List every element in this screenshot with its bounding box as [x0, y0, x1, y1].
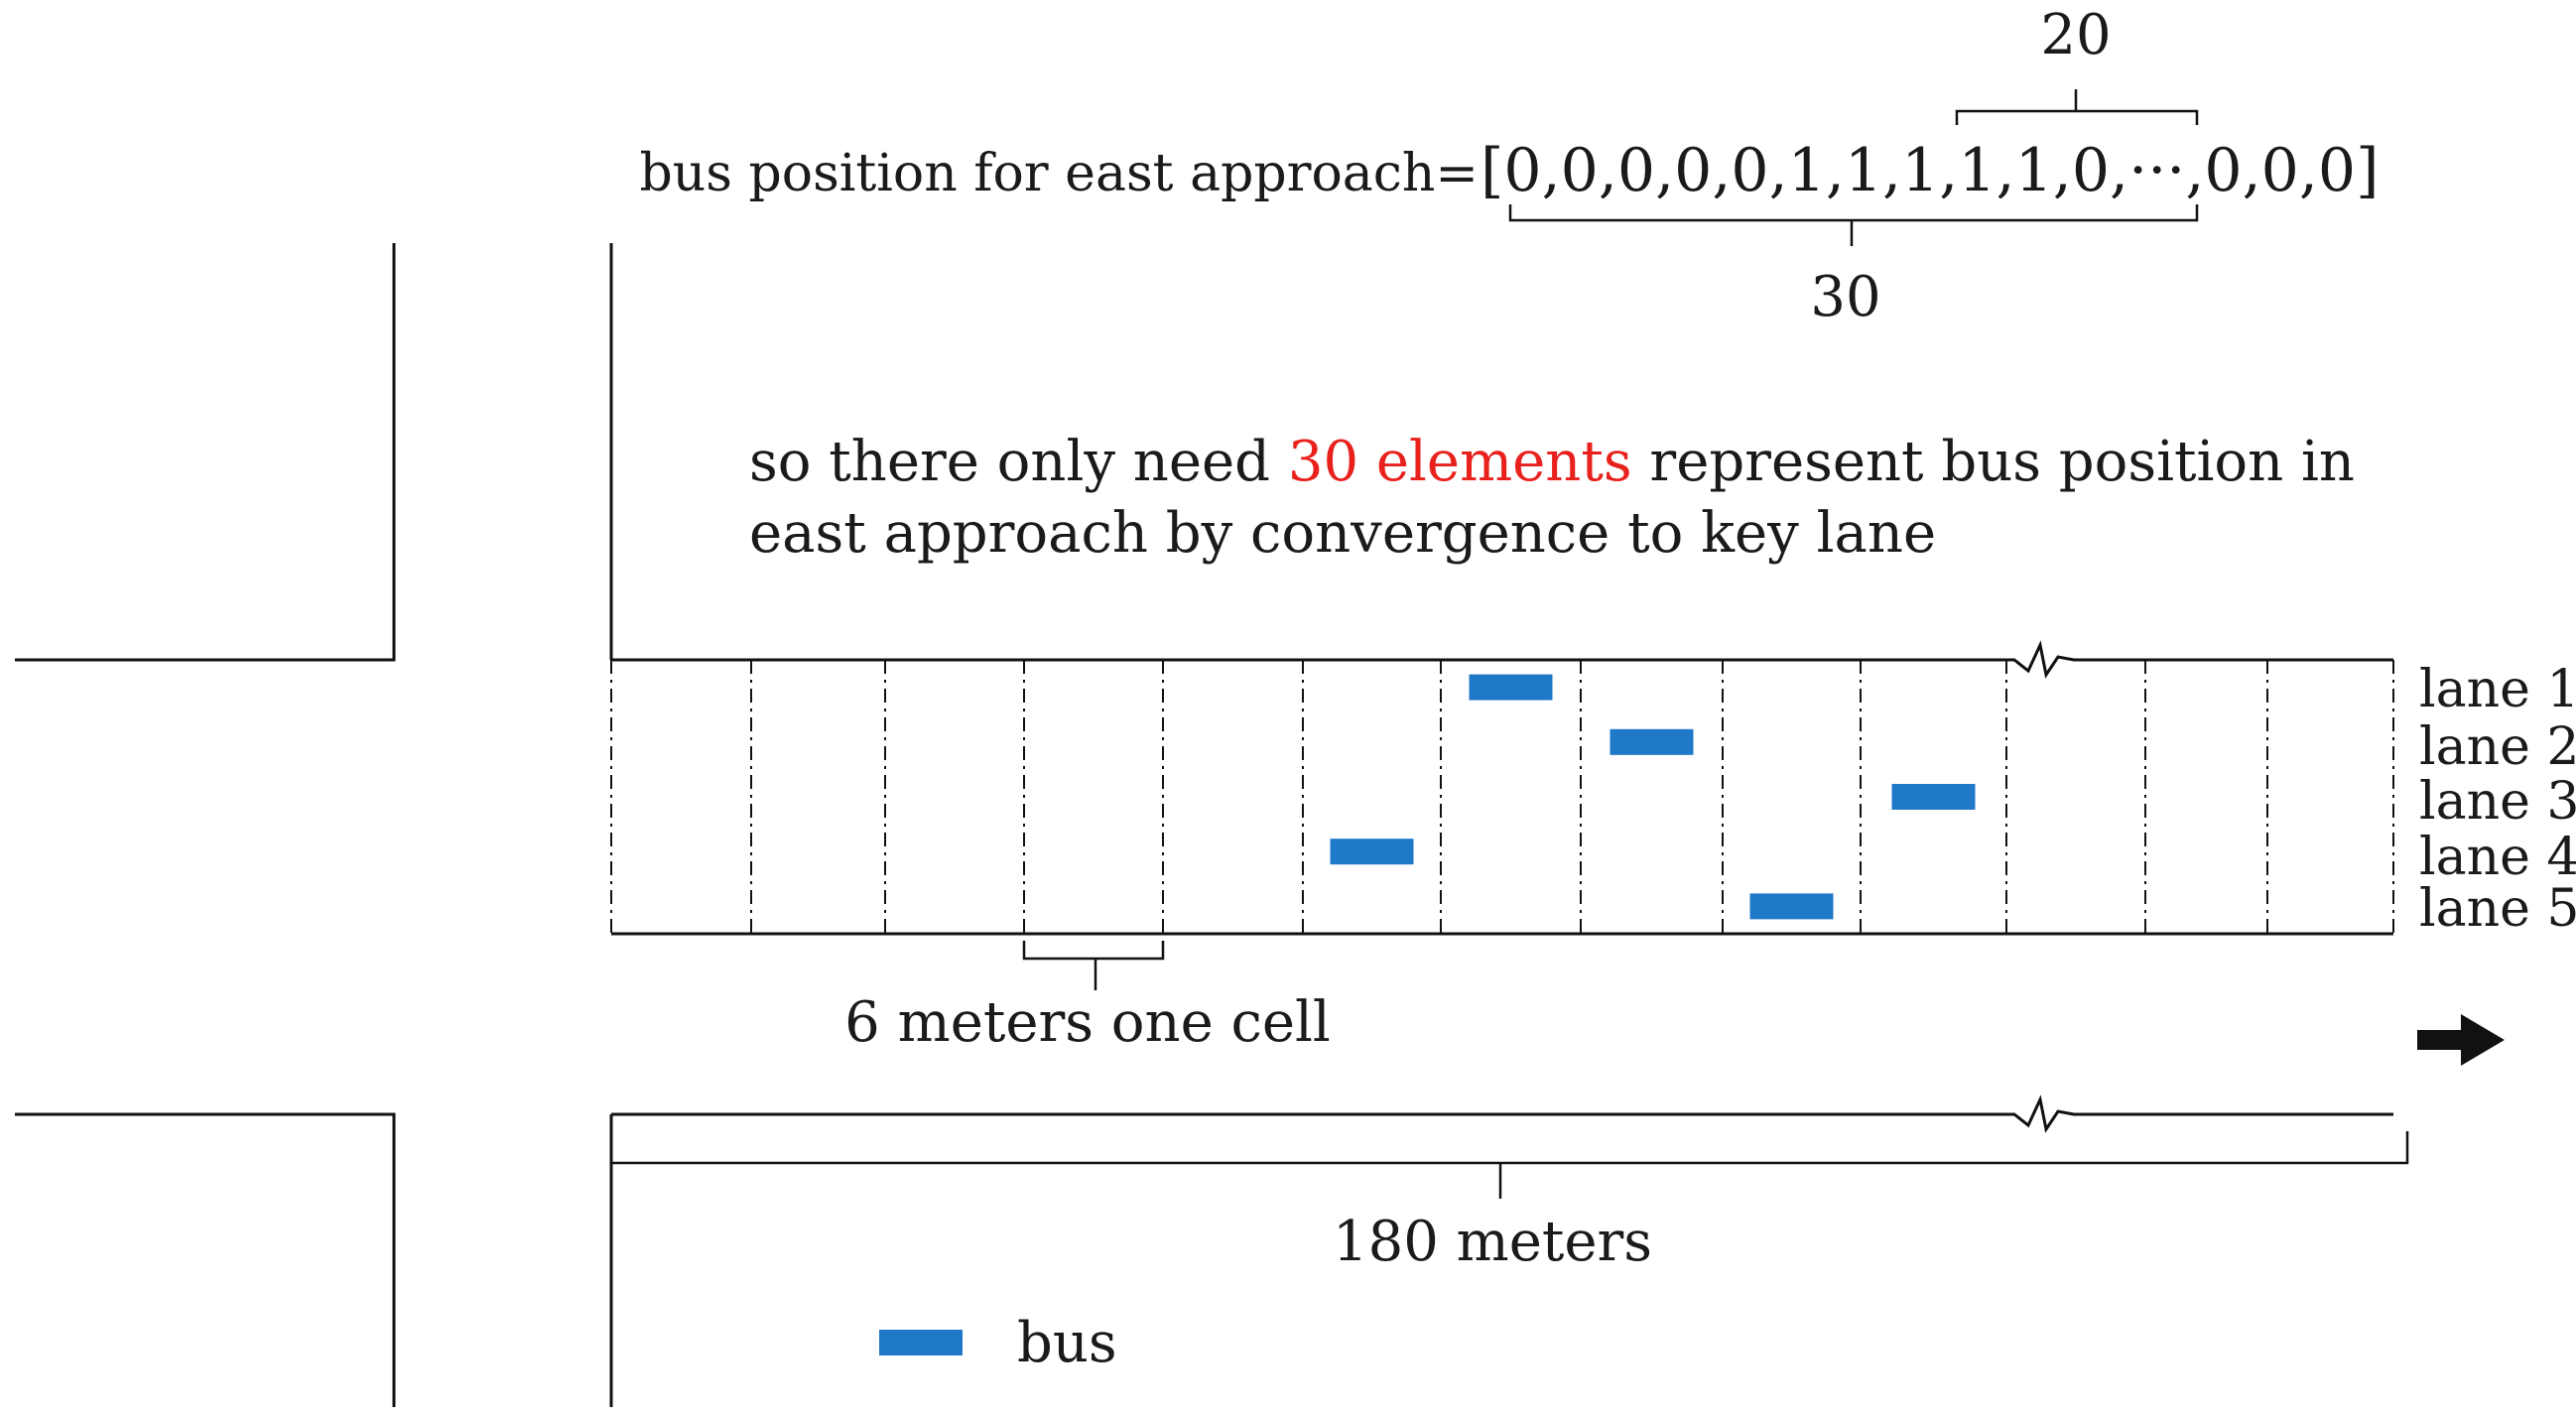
east-approach — [610, 640, 2394, 1133]
note-line-1: so there only need 30 elements represent… — [749, 430, 2355, 494]
equation-vector: [0,0,0,0,0,1,1,1,1,1,0,···,0,0,0] — [1481, 136, 2379, 205]
intersection — [15, 243, 613, 1407]
road-top-edge — [611, 640, 2393, 679]
note-prefix: so there only need — [749, 430, 1288, 494]
cell-brace — [1022, 941, 1165, 990]
bus-marker — [1469, 674, 1553, 701]
length-annotation: 180 meters — [609, 1131, 2409, 1274]
lane-label-4: lane 4 — [2419, 828, 2576, 887]
note-line-2: east approach by convergence to key lane — [749, 501, 1936, 566]
lane-label-5: lane 5 — [2419, 879, 2576, 939]
lane-label-1: lane 1 — [2419, 660, 2576, 719]
buses — [1330, 674, 1976, 920]
legend-bus-label: bus — [1017, 1311, 1117, 1375]
lane-labels: lane 1 lane 2 lane 3 lane 4 lane 5 — [2419, 660, 2576, 939]
bus-marker — [1749, 893, 1834, 920]
equation-label: bus position for east approach= — [639, 144, 1479, 203]
length-label: 180 meters — [1333, 1210, 1652, 1274]
east-arrow-icon — [2417, 1014, 2505, 1066]
lane-label-2: lane 2 — [2419, 717, 2576, 777]
cell-size-annotation: 6 meters one cell — [844, 941, 1331, 1055]
road-far-edge — [611, 1095, 2393, 1133]
bus-marker — [1610, 728, 1694, 755]
note-suffix: represent bus position in — [1632, 430, 2355, 494]
nw-corner — [15, 243, 396, 662]
cell-dividers — [610, 660, 2394, 934]
bus-marker — [1891, 784, 1976, 810]
brace-bottom — [1508, 204, 2199, 246]
sw-corner — [15, 1112, 396, 1407]
cell-size-label: 6 meters one cell — [844, 990, 1331, 1055]
lane-label-3: lane 3 — [2419, 772, 2576, 832]
note-highlight: 30 elements — [1288, 430, 1632, 494]
brace-bottom-label: 30 — [1810, 265, 1880, 329]
equation: bus position for east approach= [0,0,0,0… — [639, 3, 2379, 329]
brace-top-label: 20 — [2040, 3, 2111, 67]
length-brace — [609, 1131, 2409, 1199]
brace-top — [1955, 89, 2199, 125]
legend-bus-swatch — [879, 1330, 963, 1355]
note: so there only need 30 elements represent… — [749, 430, 2355, 566]
legend: bus — [879, 1311, 1117, 1375]
bus-marker — [1330, 838, 1414, 865]
